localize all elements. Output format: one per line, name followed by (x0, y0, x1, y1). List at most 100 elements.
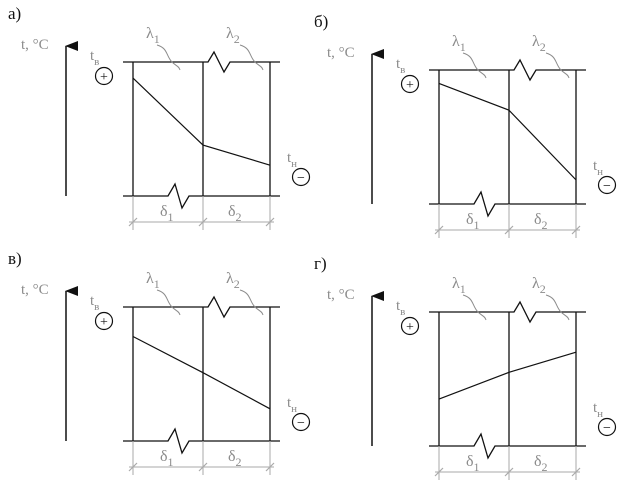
lambda-2-label: λ2 (226, 270, 240, 291)
lambda-1-leader (156, 289, 181, 316)
delta-1-label: δ1 (160, 203, 174, 224)
outer-temperature-label: tн (287, 395, 297, 415)
inner-temperature-label-main: t (90, 293, 95, 309)
inner-temperature-label-subscript: в (400, 64, 405, 76)
minus-sign: − (297, 171, 305, 186)
delta-1-label-subscript: 1 (168, 455, 174, 469)
delta-1-label-subscript: 1 (474, 218, 480, 232)
plus-sign-circle (94, 66, 114, 86)
wall-top-line (429, 58, 586, 82)
lambda-1-label: λ1 (452, 275, 466, 296)
panel-label: г) (314, 254, 327, 273)
temperature-profile-line (438, 351, 577, 400)
lambda-2-label: λ2 (532, 33, 546, 54)
lambda-1-label: λ1 (146, 270, 160, 291)
delta-2-label-subscript: 2 (542, 460, 548, 474)
axis-label: t, °C (21, 37, 49, 53)
delta-1-label-main: δ (160, 448, 168, 465)
delta-1-label: δ1 (466, 211, 480, 232)
outer-temperature-label-subscript: н (597, 408, 603, 420)
lambda-1-label-main: λ (452, 275, 460, 292)
lambda-1-label: λ1 (452, 33, 466, 54)
lambda-2-label-subscript: 2 (540, 40, 546, 54)
temperature-profile-line (132, 335, 271, 410)
lambda-2-leader (239, 289, 264, 316)
temperature-profile-line (132, 77, 271, 166)
lambda-2-label-main: λ (226, 25, 234, 42)
inner-temperature-label: tв (90, 293, 99, 313)
minus-sign-circle (291, 412, 311, 432)
wall-bottom-line (429, 190, 586, 218)
lambda-2-label-main: λ (226, 270, 234, 287)
delta-2-label: δ2 (228, 448, 242, 469)
inner-temperature-label-main: t (90, 48, 95, 64)
outer-temperature-label: tн (593, 158, 603, 178)
lambda-1-leader (156, 44, 181, 71)
minus-sign: − (297, 416, 305, 431)
inner-temperature-label-subscript: в (400, 306, 405, 318)
panel-label: б) (314, 12, 328, 31)
delta-1-label-subscript: 1 (168, 210, 174, 224)
plus-sign: + (406, 320, 414, 335)
axis-label: t, °C (327, 287, 355, 303)
delta-2-label-main: δ (534, 211, 542, 228)
lambda-2-label-subscript: 2 (234, 32, 240, 46)
delta-1-label: δ1 (160, 448, 174, 469)
delta-1-label-subscript: 1 (474, 460, 480, 474)
outer-temperature-label-main: t (287, 150, 292, 166)
lambda-2-label-subscript: 2 (234, 277, 240, 291)
delta-1-label-main: δ (466, 211, 474, 228)
panel-label: а) (8, 4, 21, 23)
inner-temperature-label-subscript: в (94, 301, 99, 313)
minus-sign-circle (291, 167, 311, 187)
minus-sign: − (603, 179, 611, 194)
lambda-1-label-subscript: 1 (460, 40, 466, 54)
delta-2-label: δ2 (534, 453, 548, 474)
inner-temperature-label-main: t (396, 298, 401, 314)
delta-2-label-subscript: 2 (236, 455, 242, 469)
outer-temperature-label: tн (287, 150, 297, 170)
lambda-1-label-main: λ (146, 270, 154, 287)
outer-temperature-label: tн (593, 400, 603, 420)
lambda-1-label-main: λ (146, 25, 154, 42)
wall-bottom-line (123, 182, 280, 210)
wall-top-line (123, 295, 280, 319)
plus-sign-circle (400, 74, 420, 94)
plus-sign-circle (94, 311, 114, 331)
inner-temperature-label: tв (90, 48, 99, 68)
axis-label: t, °C (21, 282, 49, 298)
inner-temperature-label-subscript: в (94, 56, 99, 68)
lambda-1-label-subscript: 1 (460, 282, 466, 296)
plus-sign: + (100, 315, 108, 330)
inner-temperature-label: tв (396, 298, 405, 318)
delta-2-label-main: δ (228, 448, 236, 465)
lambda-2-leader (545, 294, 570, 321)
axis-label: t, °C (327, 45, 355, 61)
minus-sign: − (603, 421, 611, 436)
lambda-2-label-subscript: 2 (540, 282, 546, 296)
lambda-2-leader (239, 44, 264, 71)
lambda-2-label: λ2 (226, 25, 240, 46)
lambda-1-label-subscript: 1 (154, 32, 160, 46)
outer-temperature-label-subscript: н (291, 158, 297, 170)
inner-temperature-label-main: t (396, 56, 401, 72)
minus-sign-circle (597, 175, 617, 195)
inner-temperature-label: tв (396, 56, 405, 76)
delta-2-label: δ2 (534, 211, 548, 232)
lambda-1-label-main: λ (452, 33, 460, 50)
outer-temperature-label-subscript: н (291, 403, 297, 415)
wall-bottom-line (429, 432, 586, 460)
delta-2-label-main: δ (228, 203, 236, 220)
delta-1-label-main: δ (160, 203, 168, 220)
delta-2-label-subscript: 2 (542, 218, 548, 232)
delta-2-label-main: δ (534, 453, 542, 470)
lambda-2-leader (545, 52, 570, 79)
lambda-1-leader (462, 52, 487, 79)
plus-sign: + (100, 70, 108, 85)
outer-temperature-label-subscript: н (597, 166, 603, 178)
outer-temperature-label-main: t (287, 395, 292, 411)
